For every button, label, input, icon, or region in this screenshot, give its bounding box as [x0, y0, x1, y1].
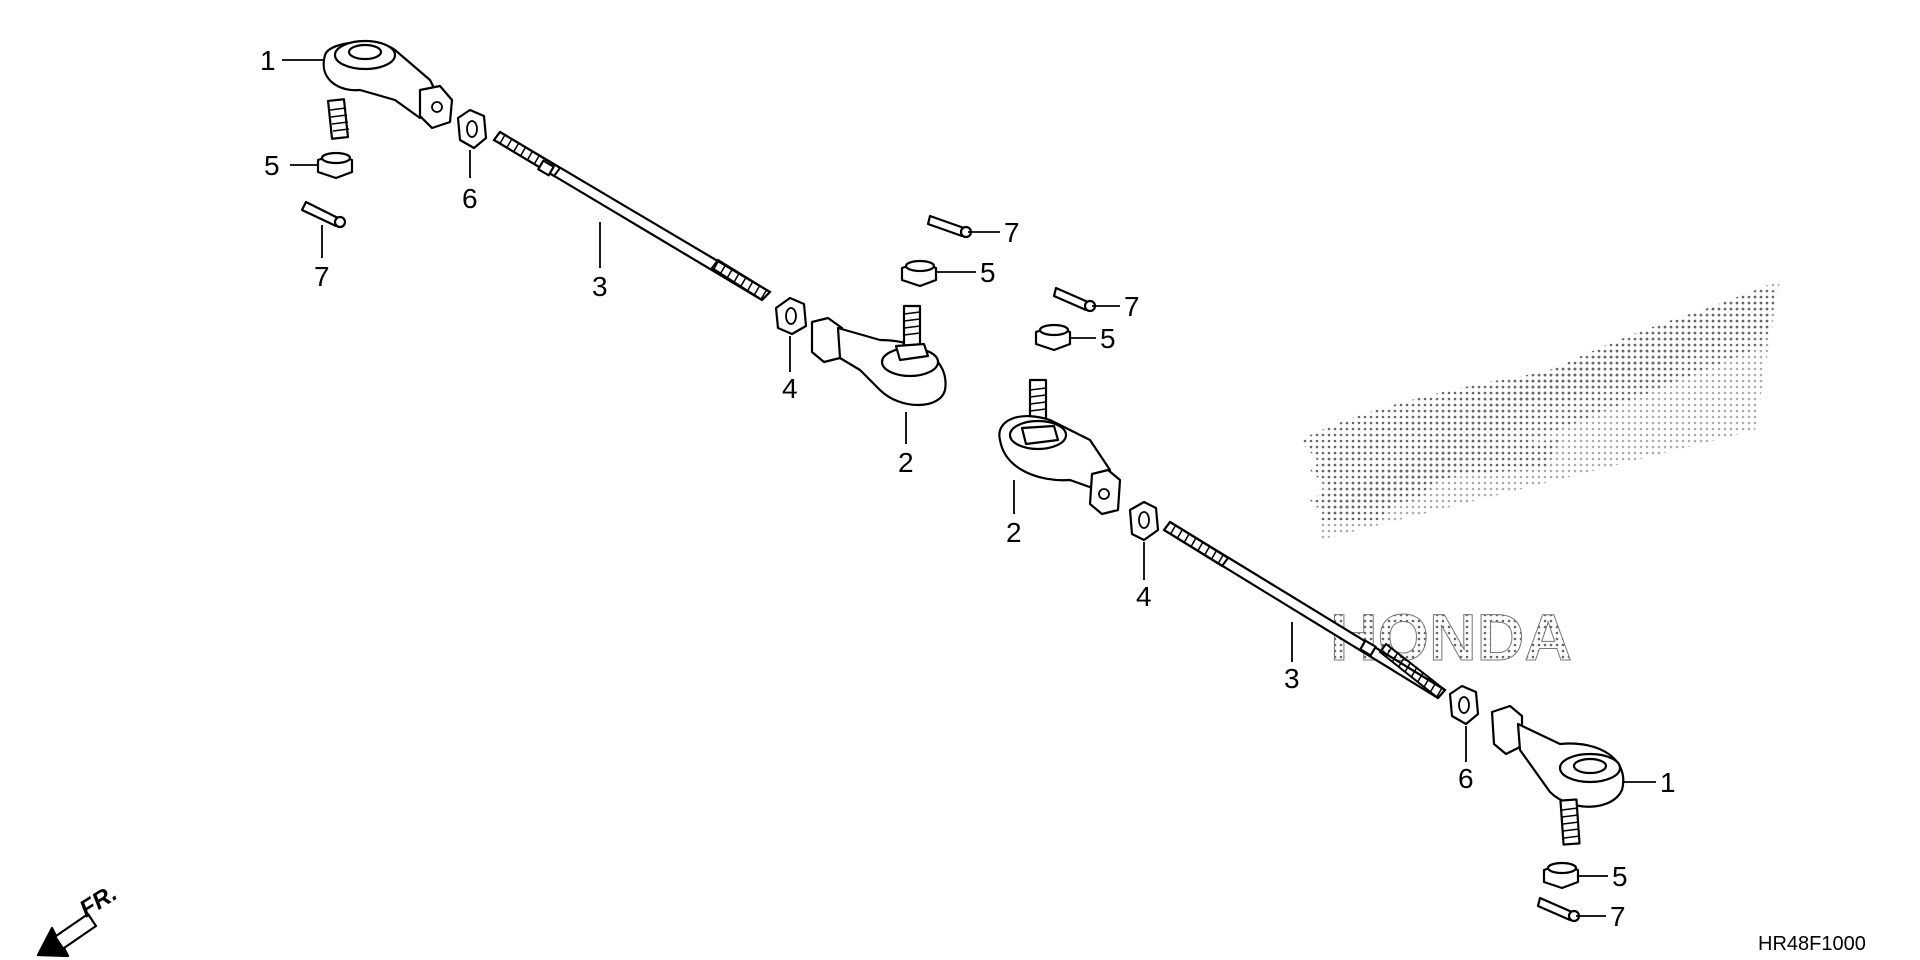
tie-rod-end-inner-left: [810, 304, 947, 407]
honda-logo-text: HONDA: [1330, 600, 1572, 674]
callout-cotter-pin-upper-left: 7: [314, 261, 330, 292]
callout-tie-rod-end-outer-left: 1: [260, 45, 276, 76]
cotter-pin-upper-left: [300, 200, 347, 229]
castle-nut-lower-right: [1542, 861, 1580, 890]
cotter-pin-mid-right: [1052, 286, 1097, 313]
callout-cotter-pin-mid-left: 7: [1004, 217, 1020, 248]
castle-nut-mid-left: [900, 259, 938, 288]
lock-nut-left: [774, 296, 808, 336]
callout-castle-nut-lower-right: 5: [1612, 861, 1628, 892]
honda-wing-watermark: HONDA: [1300, 280, 1780, 675]
tie-rod-end-outer-left: [322, 39, 454, 140]
tie-rod-left: [492, 130, 772, 302]
callout-castle-nut-mid-right: 5: [1100, 323, 1116, 354]
diagram-code: HR48F1000: [1758, 933, 1866, 955]
front-label: FR.: [75, 880, 122, 923]
callout-lock-nut-6-left: 6: [462, 183, 478, 214]
callout-tie-rod-end-inner-right: 2: [1006, 517, 1022, 548]
callout-tie-rod-end-outer-right: 1: [1660, 767, 1676, 798]
castle-nut-upper-left: [316, 151, 354, 180]
callout-tie-rod-end-inner-left: 2: [898, 447, 914, 478]
callout-numbers: 1 5 7 6 3 4 2 7 5 7 5 2 4 3 6 1 5 7: [260, 45, 1676, 932]
front-arrow-icon: FR.: [36, 880, 122, 958]
cotter-pin-lower-right: [1536, 896, 1581, 923]
callout-castle-nut-mid-left: 5: [980, 257, 996, 288]
cotter-pin-mid-left: [926, 214, 973, 239]
tie-rod-end-outer-right: [1490, 704, 1625, 846]
lock-nut-6-left: [456, 108, 488, 150]
callout-lock-nut-right: 4: [1136, 581, 1152, 612]
castle-nut-mid-right: [1034, 323, 1072, 352]
tie-rod-right: [1162, 520, 1447, 700]
lock-nut-right: [1128, 500, 1160, 542]
callout-cotter-pin-lower-right: 7: [1610, 901, 1626, 932]
lock-nut-6-right: [1448, 684, 1480, 726]
tie-rod-end-inner-right: [998, 378, 1122, 516]
callout-castle-nut-upper-left: 5: [264, 150, 280, 181]
callout-lock-nut-left: 4: [782, 373, 798, 404]
callout-tie-rod-left: 3: [592, 271, 608, 302]
callout-tie-rod-right: 3: [1284, 663, 1300, 694]
callout-cotter-pin-mid-right: 7: [1124, 291, 1140, 322]
leader-lines: [282, 59, 1656, 917]
callout-lock-nut-6-right: 6: [1458, 763, 1474, 794]
